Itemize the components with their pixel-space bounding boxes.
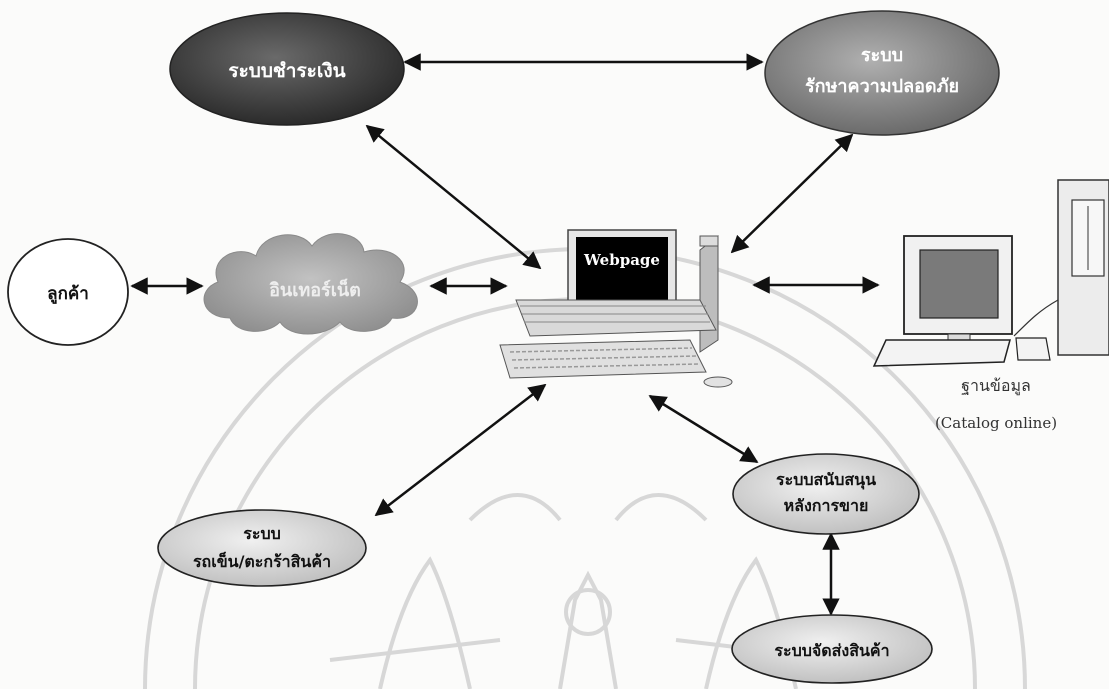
cart-system-label-line2: รถเข็น/ตะกร้าสินค้า <box>193 550 331 571</box>
customer-label: ลูกค้า <box>47 284 89 305</box>
webpage-server-computer: Webpage <box>499 229 733 388</box>
internet-label: อินเทอร์เน็ต <box>269 278 361 301</box>
arrow-webpage-cart <box>374 383 547 517</box>
connection-arrows <box>130 53 880 616</box>
webpage-screen-label: Webpage <box>583 251 660 269</box>
internet-cloud-node: อินเทอร์เน็ต <box>203 233 418 335</box>
delivery-system-node: ระบบจัดส่งสินค้า <box>731 614 933 684</box>
database-label-line2: (Catalog online) <box>935 414 1057 432</box>
database-label-line1: ฐานข้อมูล <box>961 376 1031 396</box>
payment-system-label: ระบบชำระเงิน <box>228 60 345 82</box>
support-system-label-line2: หลังการขาย <box>784 496 869 515</box>
arrow-payment-webpage <box>365 124 542 270</box>
arrow-security-webpage <box>730 133 854 254</box>
cart-system-label-line1: ระบบ <box>243 524 281 543</box>
support-system-node: ระบบสนับสนุน หลังการขาย <box>732 453 920 535</box>
cart-system-node: ระบบ รถเข็น/ตะกร้าสินค้า <box>157 509 367 587</box>
delivery-system-label: ระบบจัดส่งสินค้า <box>774 641 889 660</box>
arrow-webpage-support <box>648 394 759 464</box>
security-system-label-line1: ระบบ <box>861 45 903 66</box>
database-computer: ฐานข้อมูล (Catalog online) <box>872 179 1109 432</box>
customer-node: ลูกค้า <box>7 238 129 346</box>
security-system-node: ระบบ รักษาความปลอดภัย <box>764 10 1000 136</box>
support-system-label-line1: ระบบสนับสนุน <box>776 470 876 490</box>
payment-system-node: ระบบชำระเงิน <box>169 12 405 126</box>
security-system-label-line2: รักษาความปลอดภัย <box>805 76 959 97</box>
